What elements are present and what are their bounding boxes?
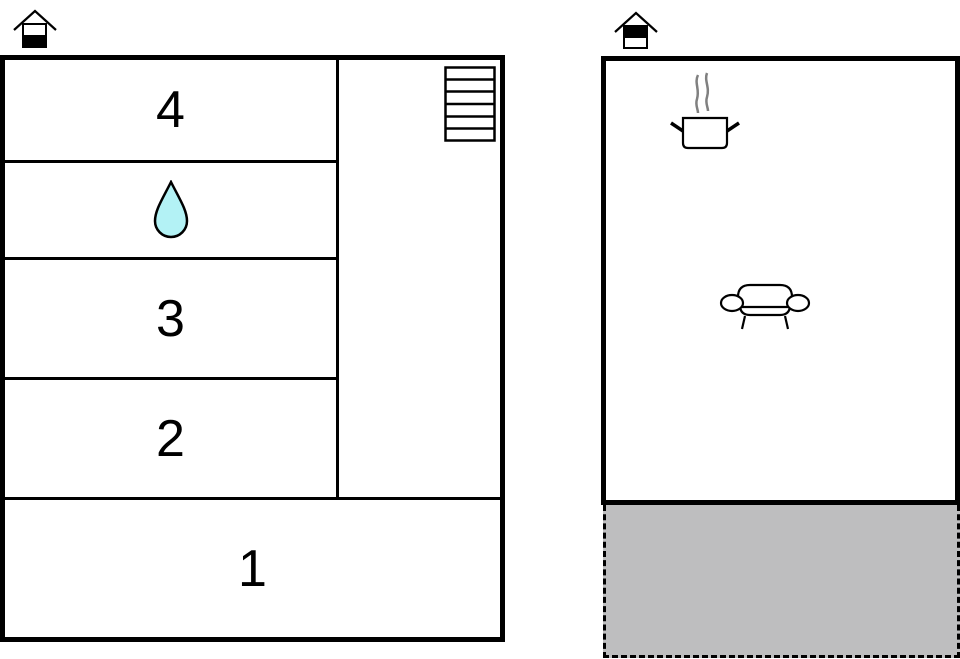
sofa-icon	[718, 275, 812, 333]
room-bedroom-4: 4	[5, 60, 336, 160]
terrace-area	[603, 505, 960, 658]
room-hallway	[339, 60, 500, 497]
water-drop-icon	[153, 180, 189, 240]
wall-divider	[336, 60, 339, 500]
room-bedroom-3: 3	[5, 260, 336, 377]
wall-divider	[5, 257, 338, 260]
room-bathroom	[5, 163, 336, 257]
room-bedroom-2: 2	[5, 380, 336, 497]
cooking-pot-icon	[668, 71, 742, 151]
wall-divider	[5, 377, 338, 380]
room-bedroom-1: 1	[5, 500, 500, 637]
house-ground-floor-icon	[12, 8, 58, 50]
room-number: 4	[156, 81, 185, 139]
room-number: 1	[238, 539, 267, 598]
room-number: 2	[156, 409, 185, 468]
stairs-icon	[444, 66, 496, 142]
wall-divider	[5, 160, 338, 163]
upper-floor-plan	[601, 56, 960, 505]
ground-floor-plan: 4 3 2 1	[0, 55, 505, 642]
wall-divider	[5, 497, 500, 500]
room-number: 3	[156, 289, 185, 348]
house-upper-floor-icon	[613, 8, 659, 50]
